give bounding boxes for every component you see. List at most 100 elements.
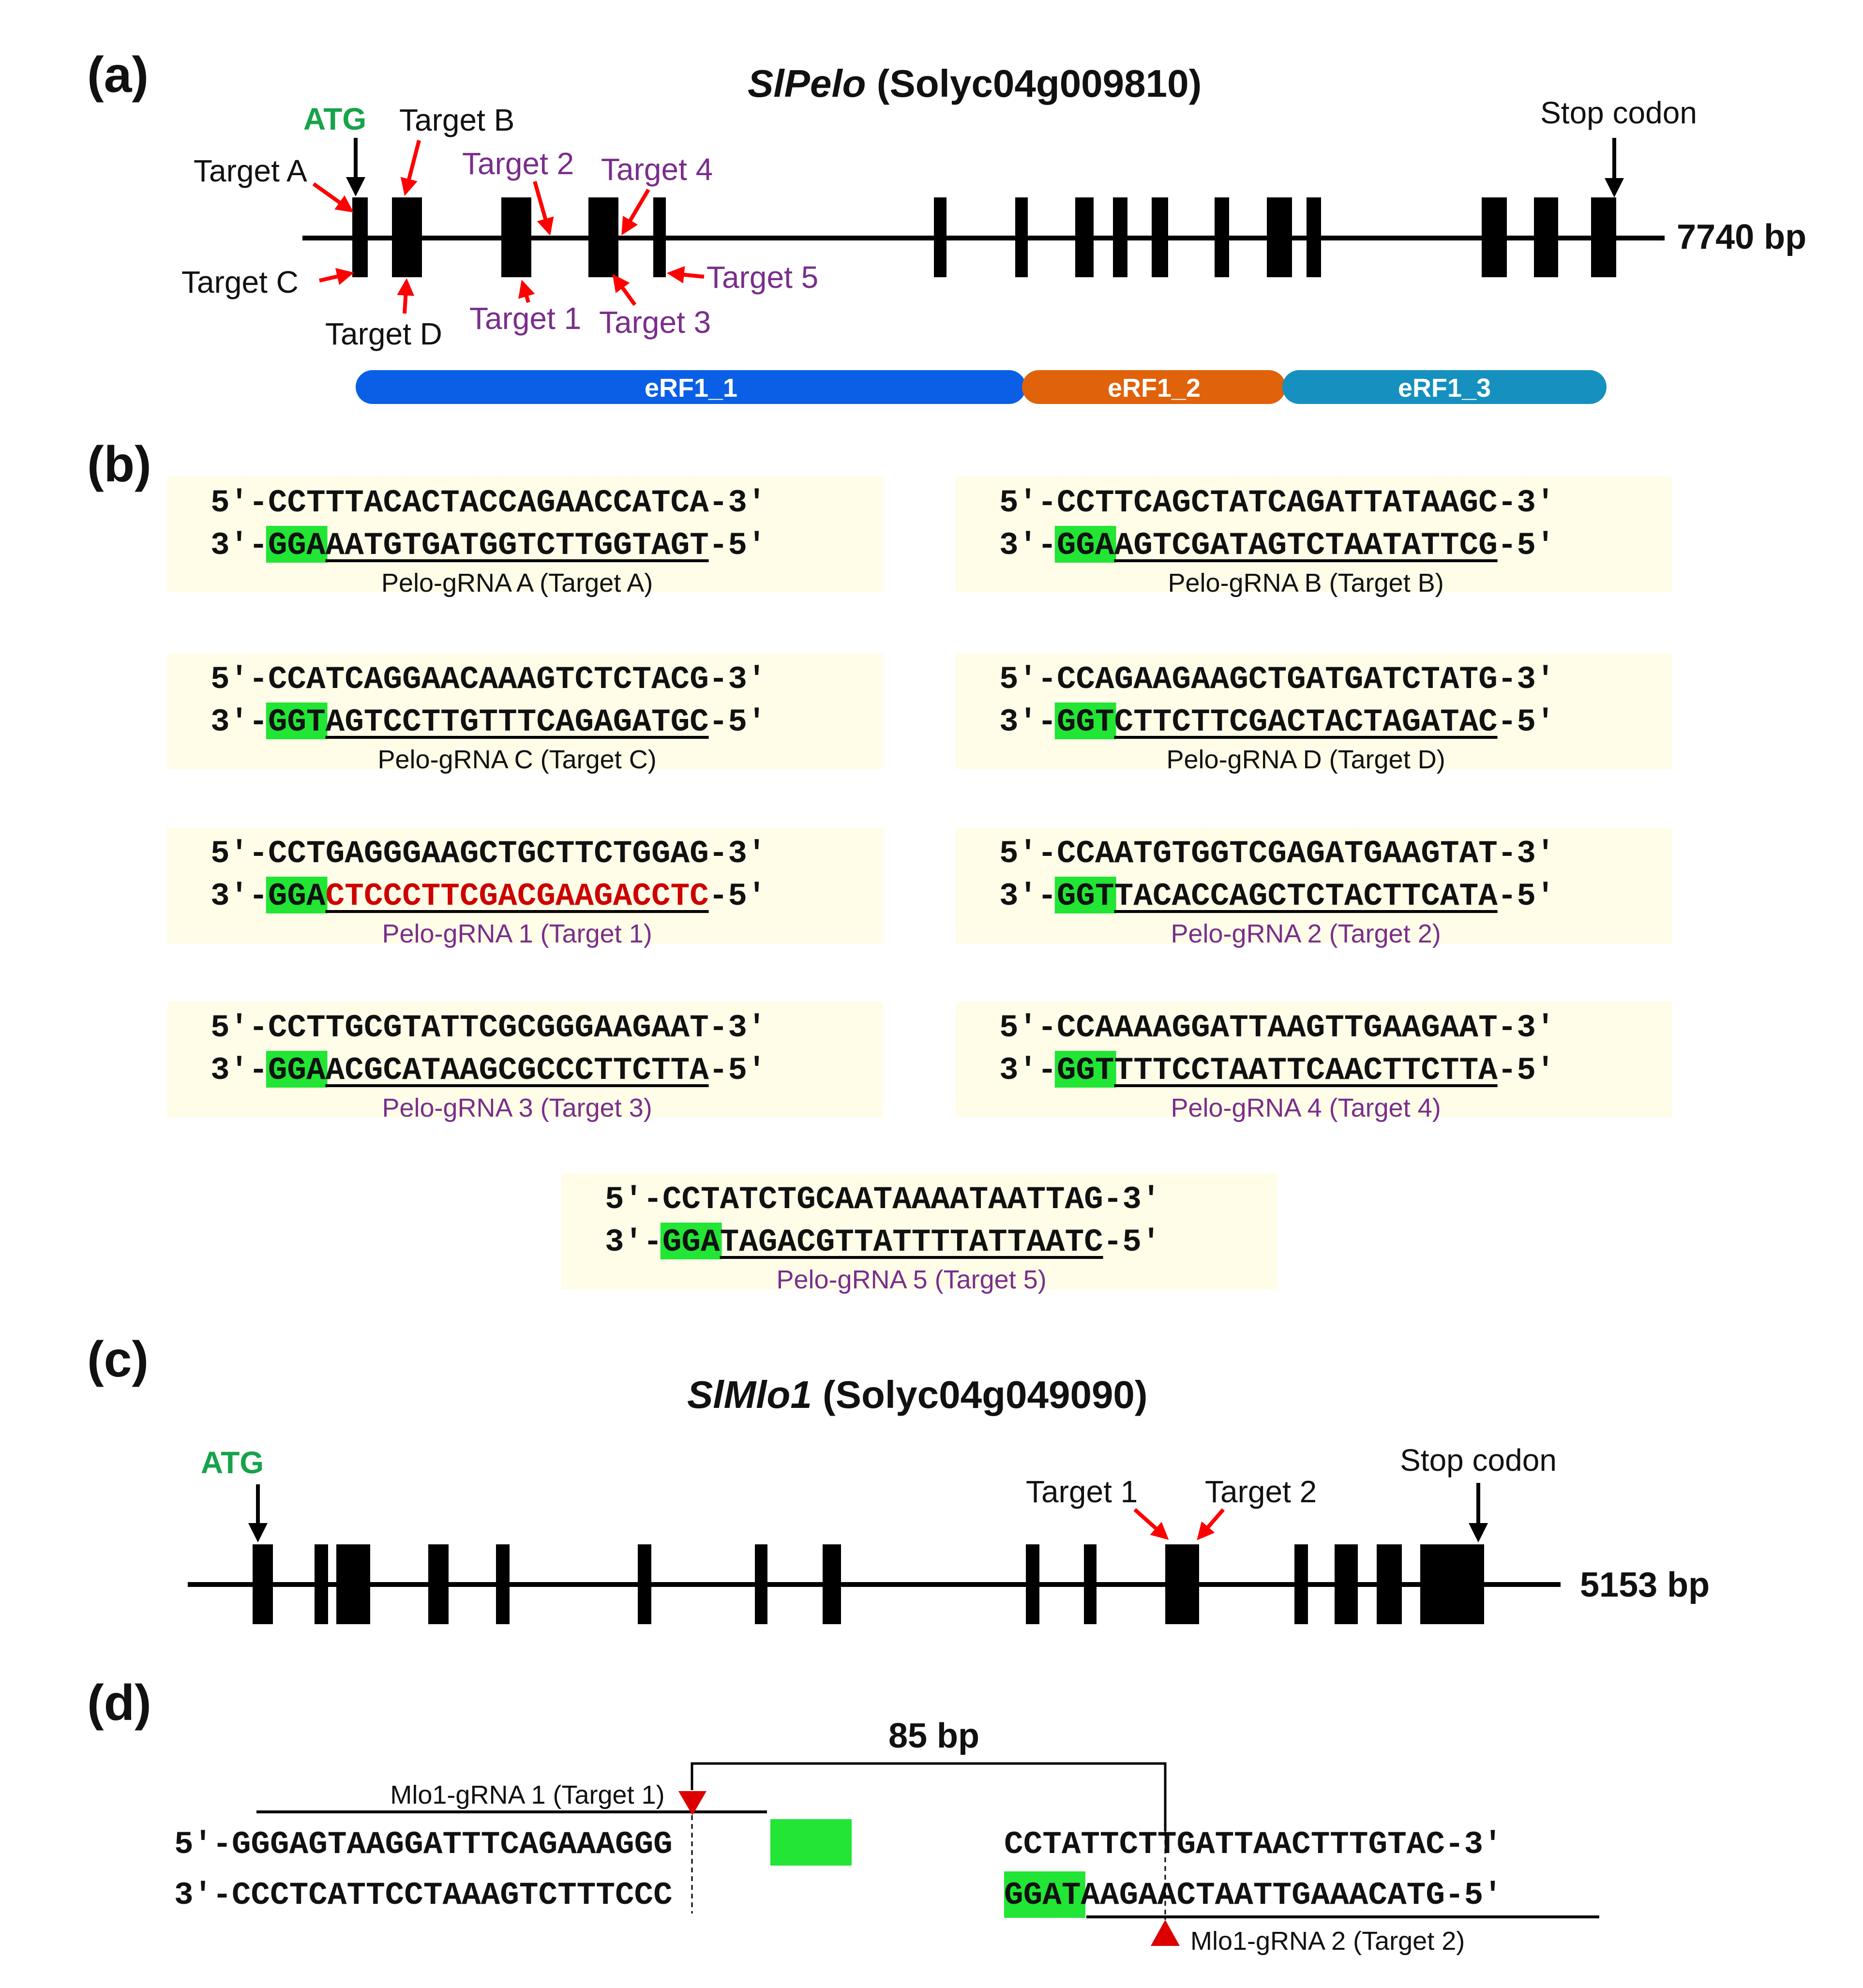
target-sequence: TAGACGTTATTTTATTAATC bbox=[720, 1224, 1103, 1260]
target-sequence: AGTCGATAGTCTAATATTCG bbox=[1114, 527, 1498, 564]
target-5-arrow bbox=[666, 266, 705, 284]
domain-erf1-1-label: eRF1_1 bbox=[645, 374, 737, 403]
target-sequence: AGTCCTTGTTTCAGAGATGC bbox=[326, 704, 709, 740]
pam-highlight bbox=[1054, 877, 1116, 913]
strand-prefix: 3′- bbox=[210, 704, 268, 740]
strand-suffix: -5′ bbox=[1103, 1224, 1161, 1260]
strand-prefix: 3′- bbox=[210, 527, 268, 564]
target-sequence: TACACCAGCTCTACTTCATA bbox=[1114, 878, 1498, 914]
grna-caption: Pelo-gRNA 1 (Target 1) bbox=[382, 919, 652, 948]
pam-highlight bbox=[266, 526, 328, 563]
exon bbox=[1591, 197, 1616, 277]
target-2-label: Target 2 bbox=[462, 146, 574, 181]
grna-top-strand: 5′-CCTTGCGTATTCGCGGGAAGAAT-3′ bbox=[210, 1010, 766, 1046]
grna-caption: Pelo-gRNA D (Target D) bbox=[1167, 745, 1445, 774]
grna-top-strand: 5′-CCAAAAGGATTAAGTTGAAGAAT-3′ bbox=[999, 1010, 1555, 1046]
exon bbox=[1534, 197, 1558, 277]
target-3-arrow bbox=[612, 274, 637, 306]
mlo1-left-top-seq: 5′-GGGAGTAAGGATTTCAGAAAGGG bbox=[174, 1826, 673, 1863]
exon bbox=[428, 1544, 449, 1624]
cut-site-2-triangle bbox=[1151, 1920, 1180, 1946]
grna-box: 5′-CCTTTACACTACCAGAACCATCA-3′ 3′-GGAAATGT… bbox=[167, 477, 883, 598]
pam-sequence: GGT bbox=[1057, 704, 1114, 740]
exon bbox=[315, 1544, 328, 1624]
grna-caption: Pelo-gRNA A (Target A) bbox=[381, 568, 653, 598]
exon bbox=[496, 1544, 510, 1624]
target-c-label: Target C bbox=[181, 265, 299, 299]
mlo1-right-top-seq: CCTATTCTTGATTAACTTTGTAC-3′ bbox=[1004, 1826, 1502, 1863]
exon bbox=[336, 1544, 370, 1624]
pam-sequence: GGT bbox=[268, 704, 326, 740]
target-sequence: TTTCCTAATTCAACTTCTTA bbox=[1114, 1052, 1498, 1089]
mlo1-atg-label: ATG bbox=[201, 1445, 264, 1480]
grna-caption: Pelo-gRNA B (Target B) bbox=[1168, 568, 1443, 598]
panel-c: (c) SlMlo1 (Solyc04g049090) 5153 bp ATG … bbox=[87, 1331, 1710, 1624]
panel-c-label: (c) bbox=[87, 1331, 149, 1388]
target-1-arrow bbox=[518, 280, 535, 303]
strand-suffix: -5′ bbox=[1498, 527, 1555, 564]
pam-sequence: GGA bbox=[662, 1224, 720, 1260]
target-2-arrow bbox=[533, 180, 554, 236]
strand-suffix: -5′ bbox=[1498, 1052, 1555, 1089]
pam-highlight bbox=[660, 1223, 722, 1259]
grna-box: 5′-CCAAAAGGATTAAGTTGAAGAAT-3′3′-GGTTTTCC… bbox=[956, 1001, 1672, 1122]
panel-b: (b) 5′-CCTTTACACTACCAGAACCATCA-3′3′-GGAA… bbox=[87, 436, 1672, 1294]
grna-bottom-strand: 3′-GGTAGTCCTTGTTTCAGAGATGC-5′ bbox=[210, 704, 766, 740]
grna-box: 5′-CCTTCAGCTATCAGATTATAAGC-3′3′-GGAAGTCG… bbox=[956, 477, 1672, 598]
pam-highlight bbox=[1054, 1051, 1116, 1088]
strand-suffix: -5′ bbox=[709, 527, 766, 564]
pam-highlight bbox=[266, 877, 328, 913]
exon bbox=[1113, 197, 1127, 277]
grna-top-strand: 5′-CCTATCTGCAATAAAATAATTAG-3′ bbox=[605, 1181, 1161, 1218]
pam-sequence: GGT bbox=[1057, 878, 1114, 914]
grna-top-strand: 5′-CCTTTACACTACCAGAACCATCA-3′ bbox=[210, 485, 766, 521]
domain-erf1-3-label: eRF1_3 bbox=[1398, 374, 1491, 403]
grna-top-strand: 5′-CCAATGTGGTCGAGATGAAGTAT-3′ bbox=[999, 836, 1555, 872]
pelo-gene-length: 7740 bp bbox=[1677, 218, 1806, 256]
exon bbox=[1420, 1544, 1484, 1624]
pam-sequence: GGA bbox=[268, 878, 326, 914]
mlo1-target-1-arrow bbox=[1133, 1508, 1169, 1540]
grna-bottom-strand: 3′-GGAAATGTGATGGTCTTGGTAGT-5′ bbox=[210, 527, 766, 564]
target-sequence: CTTCTTCGACTACTAGATAC bbox=[1114, 704, 1498, 740]
strand-prefix: 3′- bbox=[210, 878, 268, 914]
exon bbox=[653, 197, 666, 277]
exon bbox=[1084, 1544, 1097, 1624]
mlo1-grna1-caption: Mlo1-gRNA 1 (Target 1) bbox=[390, 1780, 664, 1809]
exon bbox=[352, 197, 368, 277]
strand-suffix: -5′ bbox=[1498, 878, 1555, 914]
strand-prefix: 3′- bbox=[999, 1052, 1057, 1089]
grna-top-strand: 5′-CCTTCAGCTATCAGATTATAAGC-3′ bbox=[999, 485, 1555, 521]
grna-box: 5′-CCAGAAGAAGCTGATGATCTATG-3′3′-GGTCTTCT… bbox=[956, 653, 1672, 774]
target-5-label: Target 5 bbox=[706, 260, 818, 295]
exon bbox=[1075, 197, 1094, 277]
mlo1-target-2-arrow bbox=[1197, 1508, 1225, 1540]
target-sequence: ACGCATAAGCGCCCTTCTTA bbox=[326, 1052, 709, 1089]
mlo1-target-2-label: Target 2 bbox=[1205, 1474, 1317, 1509]
stop-codon-label: Stop codon bbox=[1540, 95, 1697, 130]
exon bbox=[1267, 197, 1292, 277]
strand-prefix: 3′- bbox=[999, 878, 1057, 914]
panel-d-label: (d) bbox=[87, 1675, 151, 1731]
domain-erf1-2 bbox=[1022, 370, 1286, 404]
domain-erf1-3 bbox=[1282, 370, 1607, 404]
exon bbox=[1215, 197, 1229, 277]
pam-highlight bbox=[266, 703, 328, 739]
exon bbox=[1482, 197, 1507, 277]
exon bbox=[638, 1544, 651, 1624]
pam-highlight bbox=[1054, 703, 1116, 739]
mlo1-gene-length: 5153 bp bbox=[1580, 1566, 1710, 1604]
exon bbox=[1335, 1544, 1358, 1624]
target-b-arrow bbox=[400, 139, 421, 196]
grna-top-strand: 5′-CCTGAGGGAAGCTGCTTCTGGAG-3′ bbox=[210, 836, 766, 872]
strand-suffix: -5′ bbox=[1498, 704, 1555, 740]
gene-id: (Solyc04g049090) bbox=[812, 1373, 1148, 1416]
strand-prefix: 3′- bbox=[999, 704, 1057, 740]
gene-id: (Solyc04g009810) bbox=[866, 62, 1202, 105]
grna-caption: Pelo-gRNA 2 (Target 2) bbox=[1171, 919, 1441, 948]
pam-highlight bbox=[266, 1051, 328, 1088]
panel-c-title: SlMlo1 (Solyc04g049090) bbox=[687, 1373, 1148, 1416]
strand-prefix: 3′- bbox=[605, 1224, 662, 1260]
mlo1-pam-2-highlight bbox=[1004, 1871, 1085, 1918]
